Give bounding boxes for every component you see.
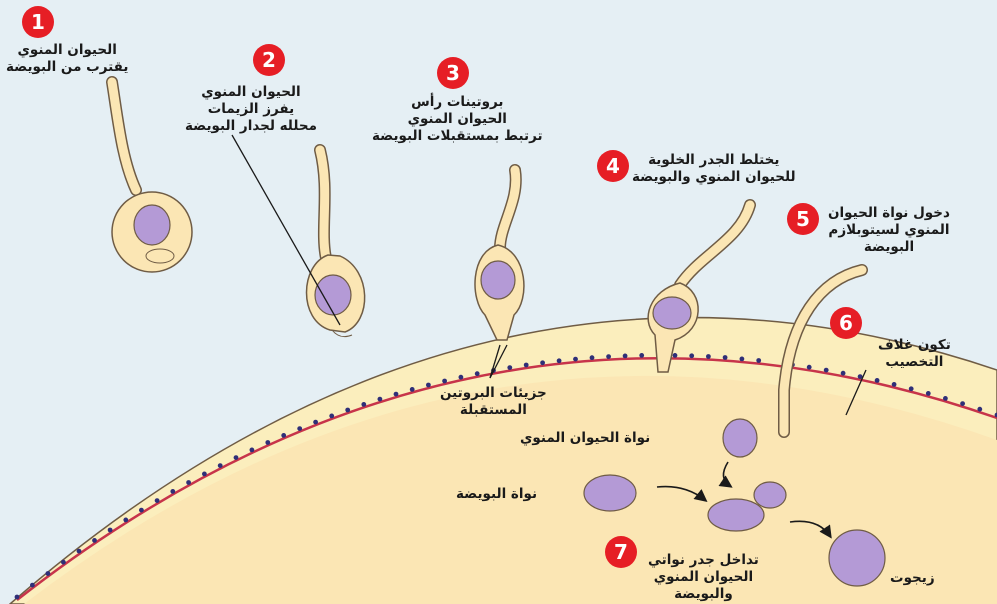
- receptor-dot: [573, 357, 578, 362]
- receptor-dot: [590, 355, 595, 360]
- receptor-dot: [524, 363, 529, 368]
- receptor-dot: [606, 354, 611, 359]
- receptor-dot: [824, 368, 829, 373]
- step-badge-1: 1: [22, 6, 54, 38]
- receptor-dot: [977, 407, 982, 412]
- receptor-dot: [807, 365, 812, 370]
- receptor-dot: [123, 518, 128, 523]
- receptor-dot: [46, 571, 51, 576]
- receptor-dot: [297, 426, 302, 431]
- receptor-dot: [909, 386, 914, 391]
- step-badge-3: 3: [437, 57, 469, 89]
- receptor-dot: [281, 433, 286, 438]
- receptor-dot: [756, 358, 761, 363]
- receptor-dot: [926, 391, 931, 396]
- step-badge-5: 5: [787, 203, 819, 235]
- sperm-nucleus-label: نواة الحيوان المنوي: [520, 430, 650, 447]
- receptor-dot: [943, 396, 948, 401]
- receptor-dot: [689, 353, 694, 358]
- receptor-dot: [108, 528, 113, 533]
- egg-nucleus-label: نواة البويضة: [456, 486, 537, 503]
- receptor-dot: [875, 378, 880, 383]
- receptor-dot: [892, 382, 897, 387]
- receptor-dot: [329, 414, 334, 419]
- receptor-dot: [673, 353, 678, 358]
- receptor-dot: [202, 472, 207, 477]
- receptor-dot: [740, 357, 745, 362]
- receptor-dot: [92, 538, 97, 543]
- receptor-dot: [960, 401, 965, 406]
- receptor-dot: [426, 383, 431, 388]
- receptor-dot: [841, 371, 846, 376]
- receptor-dot: [723, 355, 728, 360]
- receptor-dot: [507, 365, 512, 370]
- sperm-nucleus-shape: [723, 419, 757, 457]
- egg-nucleus-shape: [584, 475, 636, 511]
- receptor-dot: [540, 360, 545, 365]
- receptor-dot: [639, 353, 644, 358]
- step-badge-7: 7: [605, 536, 637, 568]
- receptor-dot: [361, 402, 366, 407]
- receptor-dot: [139, 508, 144, 513]
- receptor-dot: [15, 595, 20, 600]
- receptor-dot: [234, 455, 239, 460]
- receptor-dot: [394, 392, 399, 397]
- zygote-label: زيجوت: [890, 570, 935, 587]
- receptor-dot: [313, 420, 318, 425]
- receptor-dot: [623, 354, 628, 359]
- receptor-dot: [442, 379, 447, 384]
- receptor-dot: [410, 387, 415, 392]
- receptor-dot: [218, 463, 223, 468]
- step-badge-2: 2: [253, 44, 285, 76]
- receptor-dot: [265, 440, 270, 445]
- receptor-dot: [186, 480, 191, 485]
- receptor-dot: [378, 397, 383, 402]
- receptor-dot: [345, 408, 350, 413]
- receptor-dot: [77, 549, 82, 554]
- receptor-dot: [30, 583, 35, 588]
- receptor-dot: [475, 371, 480, 376]
- receptor-dot: [170, 489, 175, 494]
- step-badge-4: 4: [597, 150, 629, 182]
- receptor-dot: [706, 354, 711, 359]
- receptor-dot: [459, 375, 464, 380]
- receptor-dot: [155, 498, 160, 503]
- step-badge-6: 6: [830, 307, 862, 339]
- receptor-dot: [250, 448, 255, 453]
- zygote-shape: [829, 530, 885, 586]
- receptor-dot: [557, 358, 562, 363]
- receptor-dot: [61, 560, 66, 565]
